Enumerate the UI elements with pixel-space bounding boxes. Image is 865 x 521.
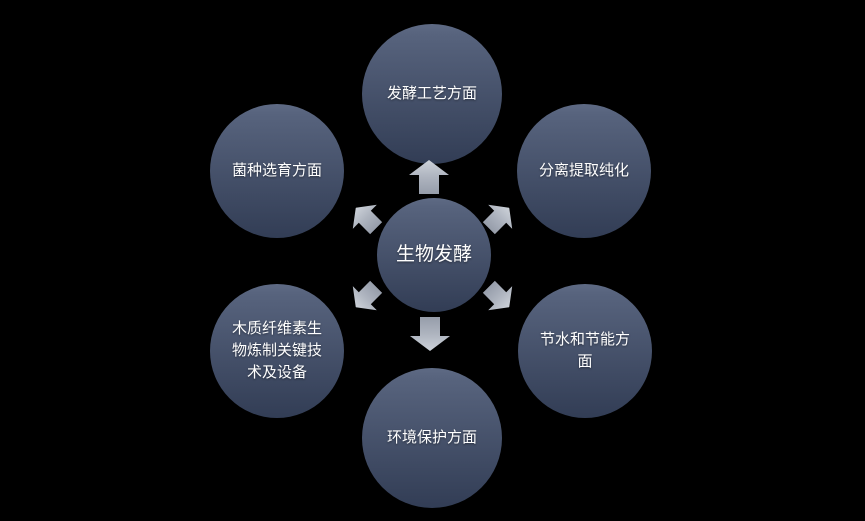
node-environment-protection: 环境保护方面 xyxy=(362,368,502,508)
arrow-down-icon xyxy=(410,317,450,351)
node-water-energy-saving: 节水和节能方面 xyxy=(518,284,652,418)
node-strain-selection-label: 菌种选育方面 xyxy=(231,162,322,179)
arrow-up-icon xyxy=(409,160,449,194)
arrow-down-right-icon xyxy=(482,280,513,311)
node-fermentation-process: 发酵工艺方面 xyxy=(362,24,502,164)
node-environment-protection-label: 环境保护方面 xyxy=(386,429,477,446)
node-lignocellulose-biorefinery: 木质纤维素生物炼制关键技术及设备 xyxy=(210,284,344,418)
node-lignocellulose-biorefinery-label: 木质纤维素生物炼制关键技术及设备 xyxy=(231,320,322,381)
node-fermentation-process-label: 发酵工艺方面 xyxy=(386,85,477,102)
node-separation-purification: 分离提取纯化 xyxy=(517,104,651,238)
center-node: 生物发酵 xyxy=(377,198,491,312)
arrow-up-right-icon xyxy=(482,204,513,235)
node-water-energy-saving-label: 节水和节能方面 xyxy=(539,331,630,370)
arrow-down-left-icon xyxy=(352,280,383,311)
node-separation-purification-label: 分离提取纯化 xyxy=(538,162,629,179)
center-node-label: 生物发酵 xyxy=(395,244,472,265)
node-strain-selection: 菌种选育方面 xyxy=(210,104,344,238)
arrow-up-left-icon xyxy=(352,204,383,235)
